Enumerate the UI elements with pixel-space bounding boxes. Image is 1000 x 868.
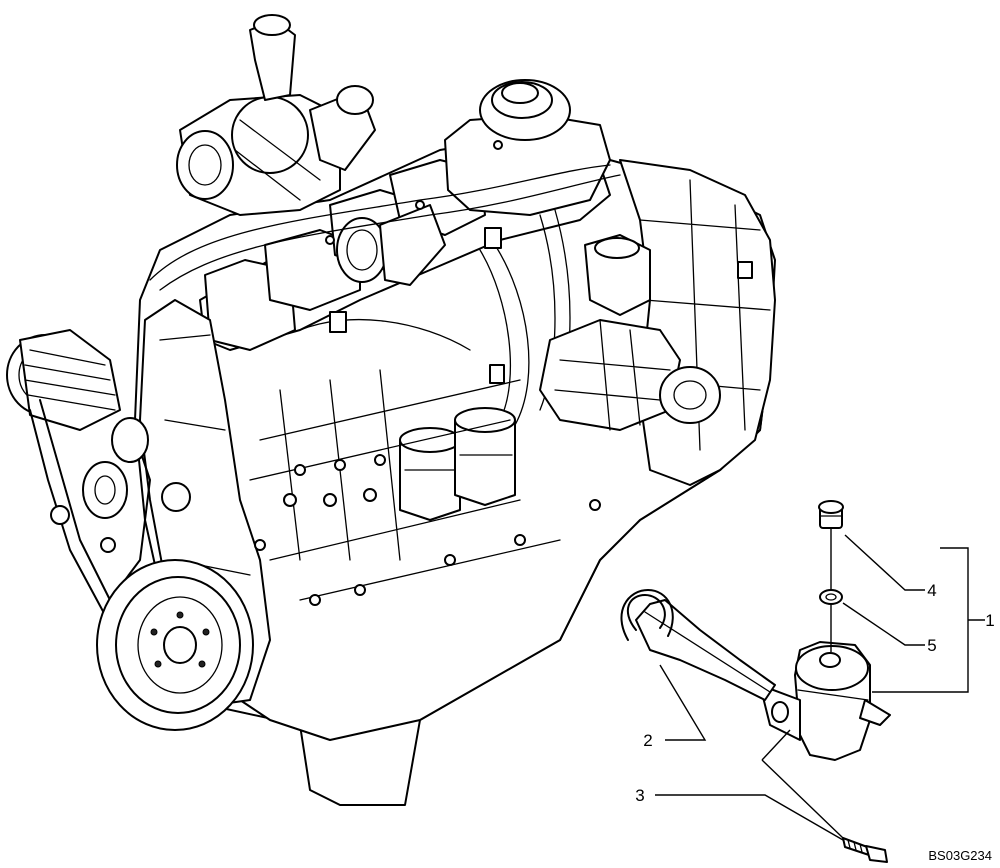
part-washer xyxy=(819,589,843,605)
callout-2: 2 xyxy=(643,731,652,750)
alternator xyxy=(6,329,121,431)
part-tube xyxy=(620,589,776,701)
crankshaft-pulley xyxy=(96,559,254,731)
callout-3: 3 xyxy=(635,786,644,805)
callout-5: 5 xyxy=(927,636,936,655)
leader-lines xyxy=(655,528,985,841)
part-bolt xyxy=(842,837,888,863)
fuel-filters xyxy=(399,407,516,521)
injection-pump xyxy=(539,234,721,431)
callout-1: 1 xyxy=(985,611,994,630)
callout-4: 4 xyxy=(927,581,936,600)
turbocharger xyxy=(176,14,376,216)
drawing-code: BS03G234 xyxy=(928,848,992,863)
part-plug xyxy=(818,500,844,529)
engine-illustration xyxy=(6,14,776,806)
part-breather-canister xyxy=(759,641,891,761)
